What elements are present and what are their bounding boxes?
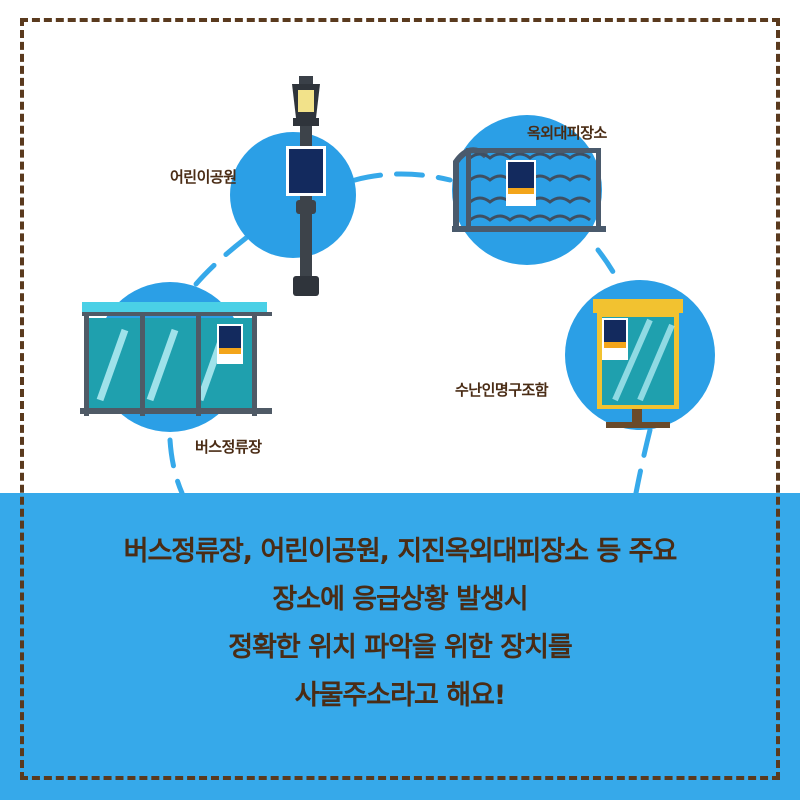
blue-background-band	[0, 493, 800, 800]
message-line: 버스정류장, 어린이공원, 지진옥외대피장소 등 주요	[123, 536, 678, 567]
message-line: 정확한 위치 파악을 위한 장치를	[228, 632, 573, 663]
fence-icon	[452, 147, 606, 232]
bus-stop-icon	[80, 302, 272, 416]
message-line: 장소에 응급상황 발생시	[272, 584, 528, 615]
message-line: 사물주소라고 해요!	[294, 680, 506, 711]
message-text: 버스정류장, 어린이공원, 지진옥외대피장소 등 주요 장소에 응급상황 발생시…	[40, 528, 760, 720]
dashed-border-frame	[20, 18, 780, 780]
place-label-lifesaving: 수난인명구조함	[455, 381, 549, 399]
street-lamp-icon	[286, 76, 326, 296]
place-label-shelter: 옥외대피장소	[527, 124, 607, 142]
place-label-park: 어린이공원	[170, 168, 237, 186]
rescue-box-icon	[593, 299, 683, 428]
place-label-bus-stop: 버스정류장	[195, 438, 262, 456]
